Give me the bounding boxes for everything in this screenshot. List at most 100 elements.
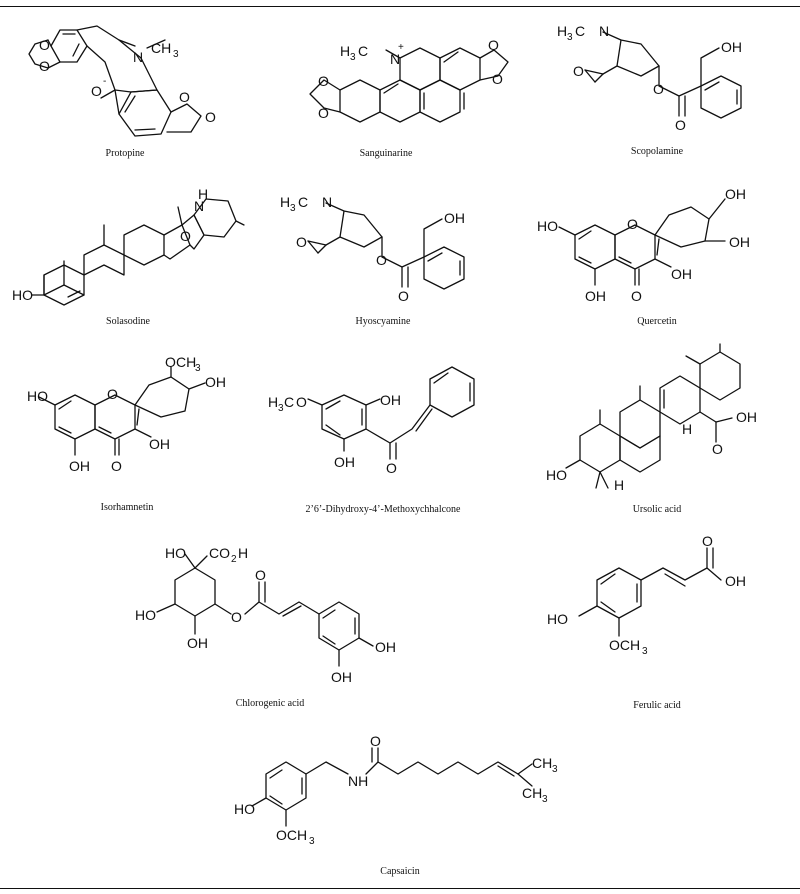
atom-o: O bbox=[675, 117, 686, 133]
protopine-structure: N CH 3 O O O - O O bbox=[28, 25, 216, 137]
atom-ho: HO bbox=[537, 218, 558, 234]
atom-ho: HO bbox=[234, 801, 255, 817]
atom-ch: CH bbox=[151, 40, 171, 56]
atom-o: O bbox=[370, 733, 381, 749]
atom-n: N bbox=[133, 49, 143, 65]
atom-sub: 2 bbox=[231, 554, 237, 565]
atom-oh: OH bbox=[375, 639, 396, 655]
atom-n: N bbox=[599, 23, 609, 39]
atom-o: O bbox=[231, 609, 242, 625]
caption-sanguinarine: Sanguinarine bbox=[359, 148, 413, 159]
atom-sub: 3 bbox=[278, 403, 284, 414]
solasodine-structure: O H N HO bbox=[12, 186, 245, 306]
caption-quercetin: Quercetin bbox=[637, 316, 677, 327]
atom-o: O bbox=[296, 234, 307, 250]
atom-sub: 3 bbox=[567, 32, 573, 43]
bottom-rule bbox=[0, 888, 800, 889]
atom-oh: OH bbox=[729, 234, 750, 250]
atom-n: N bbox=[194, 198, 204, 214]
atom-o: O bbox=[702, 533, 713, 549]
atom-sub: 3 bbox=[290, 203, 296, 214]
atom-o: O bbox=[398, 288, 409, 304]
atom-o: O bbox=[492, 71, 503, 87]
atom-h: H bbox=[280, 194, 290, 210]
atom-o: O bbox=[573, 63, 584, 79]
atom-ho: HO bbox=[165, 545, 186, 561]
atom-o: O bbox=[255, 567, 266, 583]
atom-och: OCH bbox=[609, 637, 640, 653]
atom-o: O bbox=[91, 83, 102, 99]
caption-hyoscyamine: Hyoscyamine bbox=[355, 316, 411, 327]
atom-c: C bbox=[575, 23, 585, 39]
atom-oh: OH bbox=[585, 288, 606, 304]
atom-o: O bbox=[205, 109, 216, 125]
atom-o: O bbox=[631, 288, 642, 304]
atom-n: N bbox=[322, 194, 332, 210]
atom-o: O bbox=[296, 394, 307, 410]
atom-oh: OH bbox=[380, 392, 401, 408]
sanguinarine-structure: N + H 3 C O O O O bbox=[309, 37, 509, 123]
atom-o: O bbox=[165, 354, 176, 370]
atom-c: C bbox=[284, 394, 294, 410]
atom-ch: CH bbox=[522, 785, 542, 801]
ursolic-acid-structure: HO H H OH O bbox=[546, 343, 757, 493]
atom-h: H bbox=[614, 477, 624, 493]
atom-oh: OH bbox=[444, 210, 465, 226]
chlorogenic-acid-structure: HO CO 2 H HO OH O O OH OH bbox=[135, 545, 396, 685]
atom-sub: 3 bbox=[195, 363, 201, 374]
atom-o: O bbox=[107, 386, 118, 402]
atom-oh: OH bbox=[334, 454, 355, 470]
caption-isorhamnetin: Isorhamnetin bbox=[100, 502, 154, 513]
atom-h: H bbox=[340, 43, 350, 59]
atom-oh: OH bbox=[736, 409, 757, 425]
top-rule bbox=[0, 6, 800, 7]
atom-oh: OH bbox=[725, 573, 746, 589]
atom-h: H bbox=[198, 186, 208, 202]
atom-och: OCH bbox=[276, 827, 307, 843]
atom-oh: OH bbox=[69, 458, 90, 474]
atom-oh: OH bbox=[331, 669, 352, 685]
atom-oh: OH bbox=[721, 39, 742, 55]
ferulic-acid-structure: O OH HO OCH 3 bbox=[547, 533, 746, 657]
atom-h: H bbox=[238, 545, 248, 561]
atom-charge: - bbox=[103, 76, 106, 87]
atom-o: O bbox=[376, 252, 387, 268]
atom-co: CO bbox=[209, 545, 230, 561]
atom-ho: HO bbox=[27, 388, 48, 404]
atom-o: O bbox=[180, 228, 191, 244]
atom-c: C bbox=[358, 43, 368, 59]
atom-charge: + bbox=[398, 42, 404, 53]
atom-ch: CH bbox=[532, 755, 552, 771]
atom-o: O bbox=[627, 216, 638, 232]
atom-oh: OH bbox=[725, 186, 746, 202]
atom-o: O bbox=[318, 73, 329, 89]
atom-sub: 3 bbox=[173, 49, 179, 60]
caption-scopolamine: Scopolamine bbox=[630, 146, 684, 157]
atom-o: O bbox=[653, 81, 664, 97]
caption-ferulic-acid: Ferulic acid bbox=[633, 700, 681, 711]
caption-ursolic-acid: Ursolic acid bbox=[632, 504, 682, 515]
atom-o: O bbox=[39, 37, 50, 53]
atom-sub: 3 bbox=[309, 836, 315, 847]
scopolamine-structure: H 3 C N O O O OH bbox=[557, 23, 742, 133]
caption-capsaicin: Capsaicin bbox=[380, 866, 420, 877]
atom-o: O bbox=[39, 58, 50, 74]
capsaicin-structure: O NH CH 3 CH 3 HO OCH 3 bbox=[234, 733, 558, 847]
hyoscyamine-structure: H 3 C N O O O OH bbox=[280, 194, 465, 304]
atom-ho: HO bbox=[12, 287, 33, 303]
atom-o: O bbox=[386, 460, 397, 476]
atom-oh: OH bbox=[205, 374, 226, 390]
atom-ho: HO bbox=[135, 607, 156, 623]
chalcone-structure: H 3 C O OH OH O bbox=[268, 366, 475, 476]
atom-sub: 3 bbox=[642, 646, 648, 657]
atom-oh: OH bbox=[149, 436, 170, 452]
atom-h: H bbox=[682, 421, 692, 437]
atom-c: C bbox=[298, 194, 308, 210]
caption-chalcone: 2’6’-Dihydroxy-4’-Methoxychhalcone bbox=[305, 504, 461, 515]
atom-oh: OH bbox=[671, 266, 692, 282]
caption-chlorogenic-acid: Chlorogenic acid bbox=[235, 698, 305, 709]
atom-ho: HO bbox=[547, 611, 568, 627]
atom-sub: 3 bbox=[542, 794, 548, 805]
atom-sub: 3 bbox=[350, 52, 356, 63]
atom-o: O bbox=[712, 441, 723, 457]
